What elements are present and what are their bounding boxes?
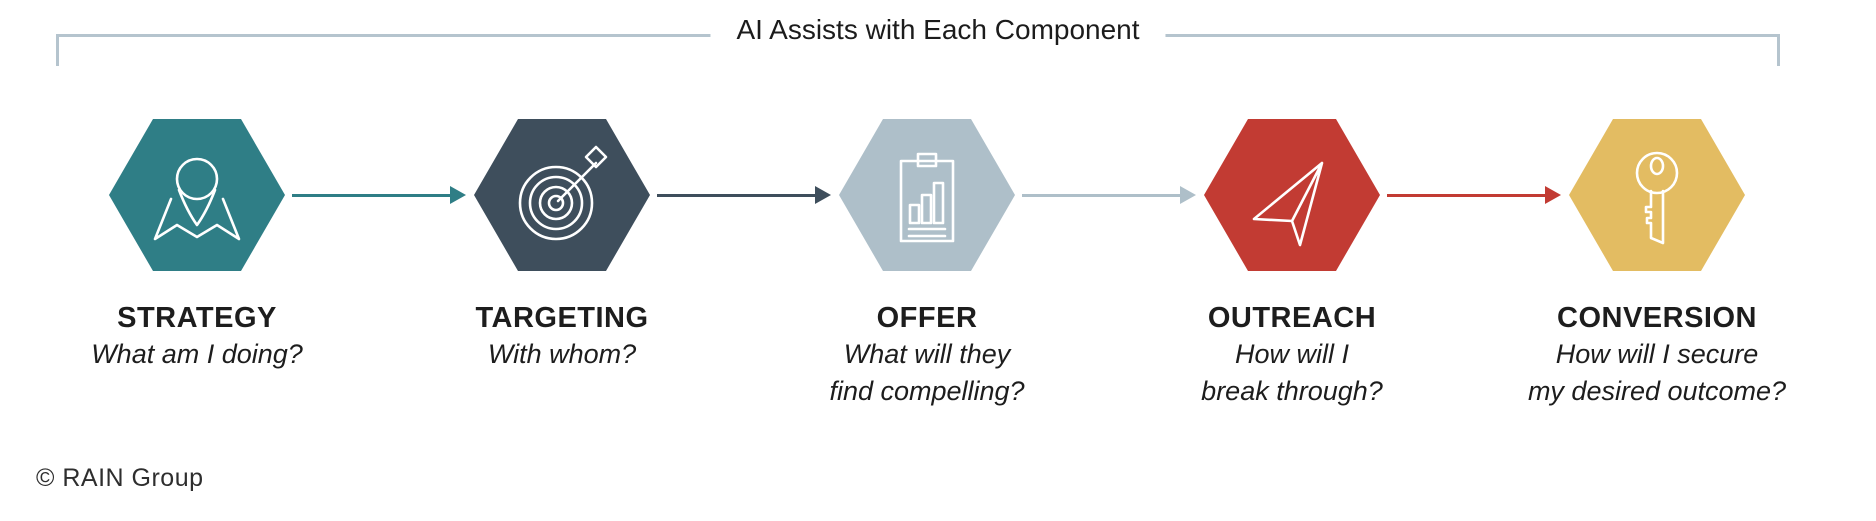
conversion-hexagon — [1569, 119, 1745, 271]
arrow-outreach-to-conversion — [1387, 185, 1561, 205]
step-title: OUTREACH — [1207, 302, 1377, 334]
arrow-head-icon — [1180, 186, 1196, 204]
arrow-head-icon — [815, 186, 831, 204]
offer-label: OFFER What will they find compelling? — [737, 300, 1117, 410]
strategy-label: STRATEGY What am I doing? — [7, 300, 387, 373]
hexagon-shape — [1204, 119, 1380, 271]
hexagon-shape — [474, 119, 650, 271]
outreach-label: OUTREACH How will I break through? — [1102, 300, 1482, 410]
arrow-head-icon — [450, 186, 466, 204]
offer-hexagon — [839, 119, 1015, 271]
paper-plane-icon — [1252, 161, 1324, 247]
arrow-strategy-to-targeting — [292, 185, 466, 205]
targeting-hexagon — [474, 119, 650, 271]
arrow-line — [292, 193, 450, 197]
arrow-offer-to-outreach — [1022, 185, 1196, 205]
hexagon-shape — [109, 119, 285, 271]
targeting-label: TARGETING With whom? — [372, 300, 752, 373]
arrow-line — [657, 193, 815, 197]
step-title: OFFER — [876, 302, 978, 334]
step-question: What am I doing? — [91, 339, 303, 369]
arrow-head-icon — [1545, 186, 1561, 204]
step-title: TARGETING — [475, 302, 649, 334]
arrow-targeting-to-offer — [657, 185, 831, 205]
conversion-label: CONVERSION How will I secure my desired … — [1467, 300, 1847, 410]
step-title: STRATEGY — [117, 302, 277, 334]
clipboard-chart-icon — [899, 152, 955, 243]
diagram-title: AI Assists with Each Component — [710, 8, 1166, 52]
bullseye-arrow-icon — [518, 145, 608, 241]
step-question: What will they find compelling? — [829, 339, 1025, 406]
copyright-text: © RAIN Group — [36, 464, 204, 492]
step-question: With whom? — [487, 339, 637, 369]
strategy-hexagon — [109, 119, 285, 271]
hexagon-shape — [1569, 119, 1745, 271]
key-icon — [1635, 151, 1679, 245]
step-question: How will I secure my desired outcome? — [1527, 339, 1787, 406]
outreach-hexagon — [1204, 119, 1380, 271]
step-question: How will I break through? — [1201, 339, 1383, 406]
arrow-line — [1387, 193, 1545, 197]
step-title: CONVERSION — [1557, 302, 1757, 334]
map-pin-icon — [153, 157, 241, 241]
arrow-line — [1022, 193, 1180, 197]
